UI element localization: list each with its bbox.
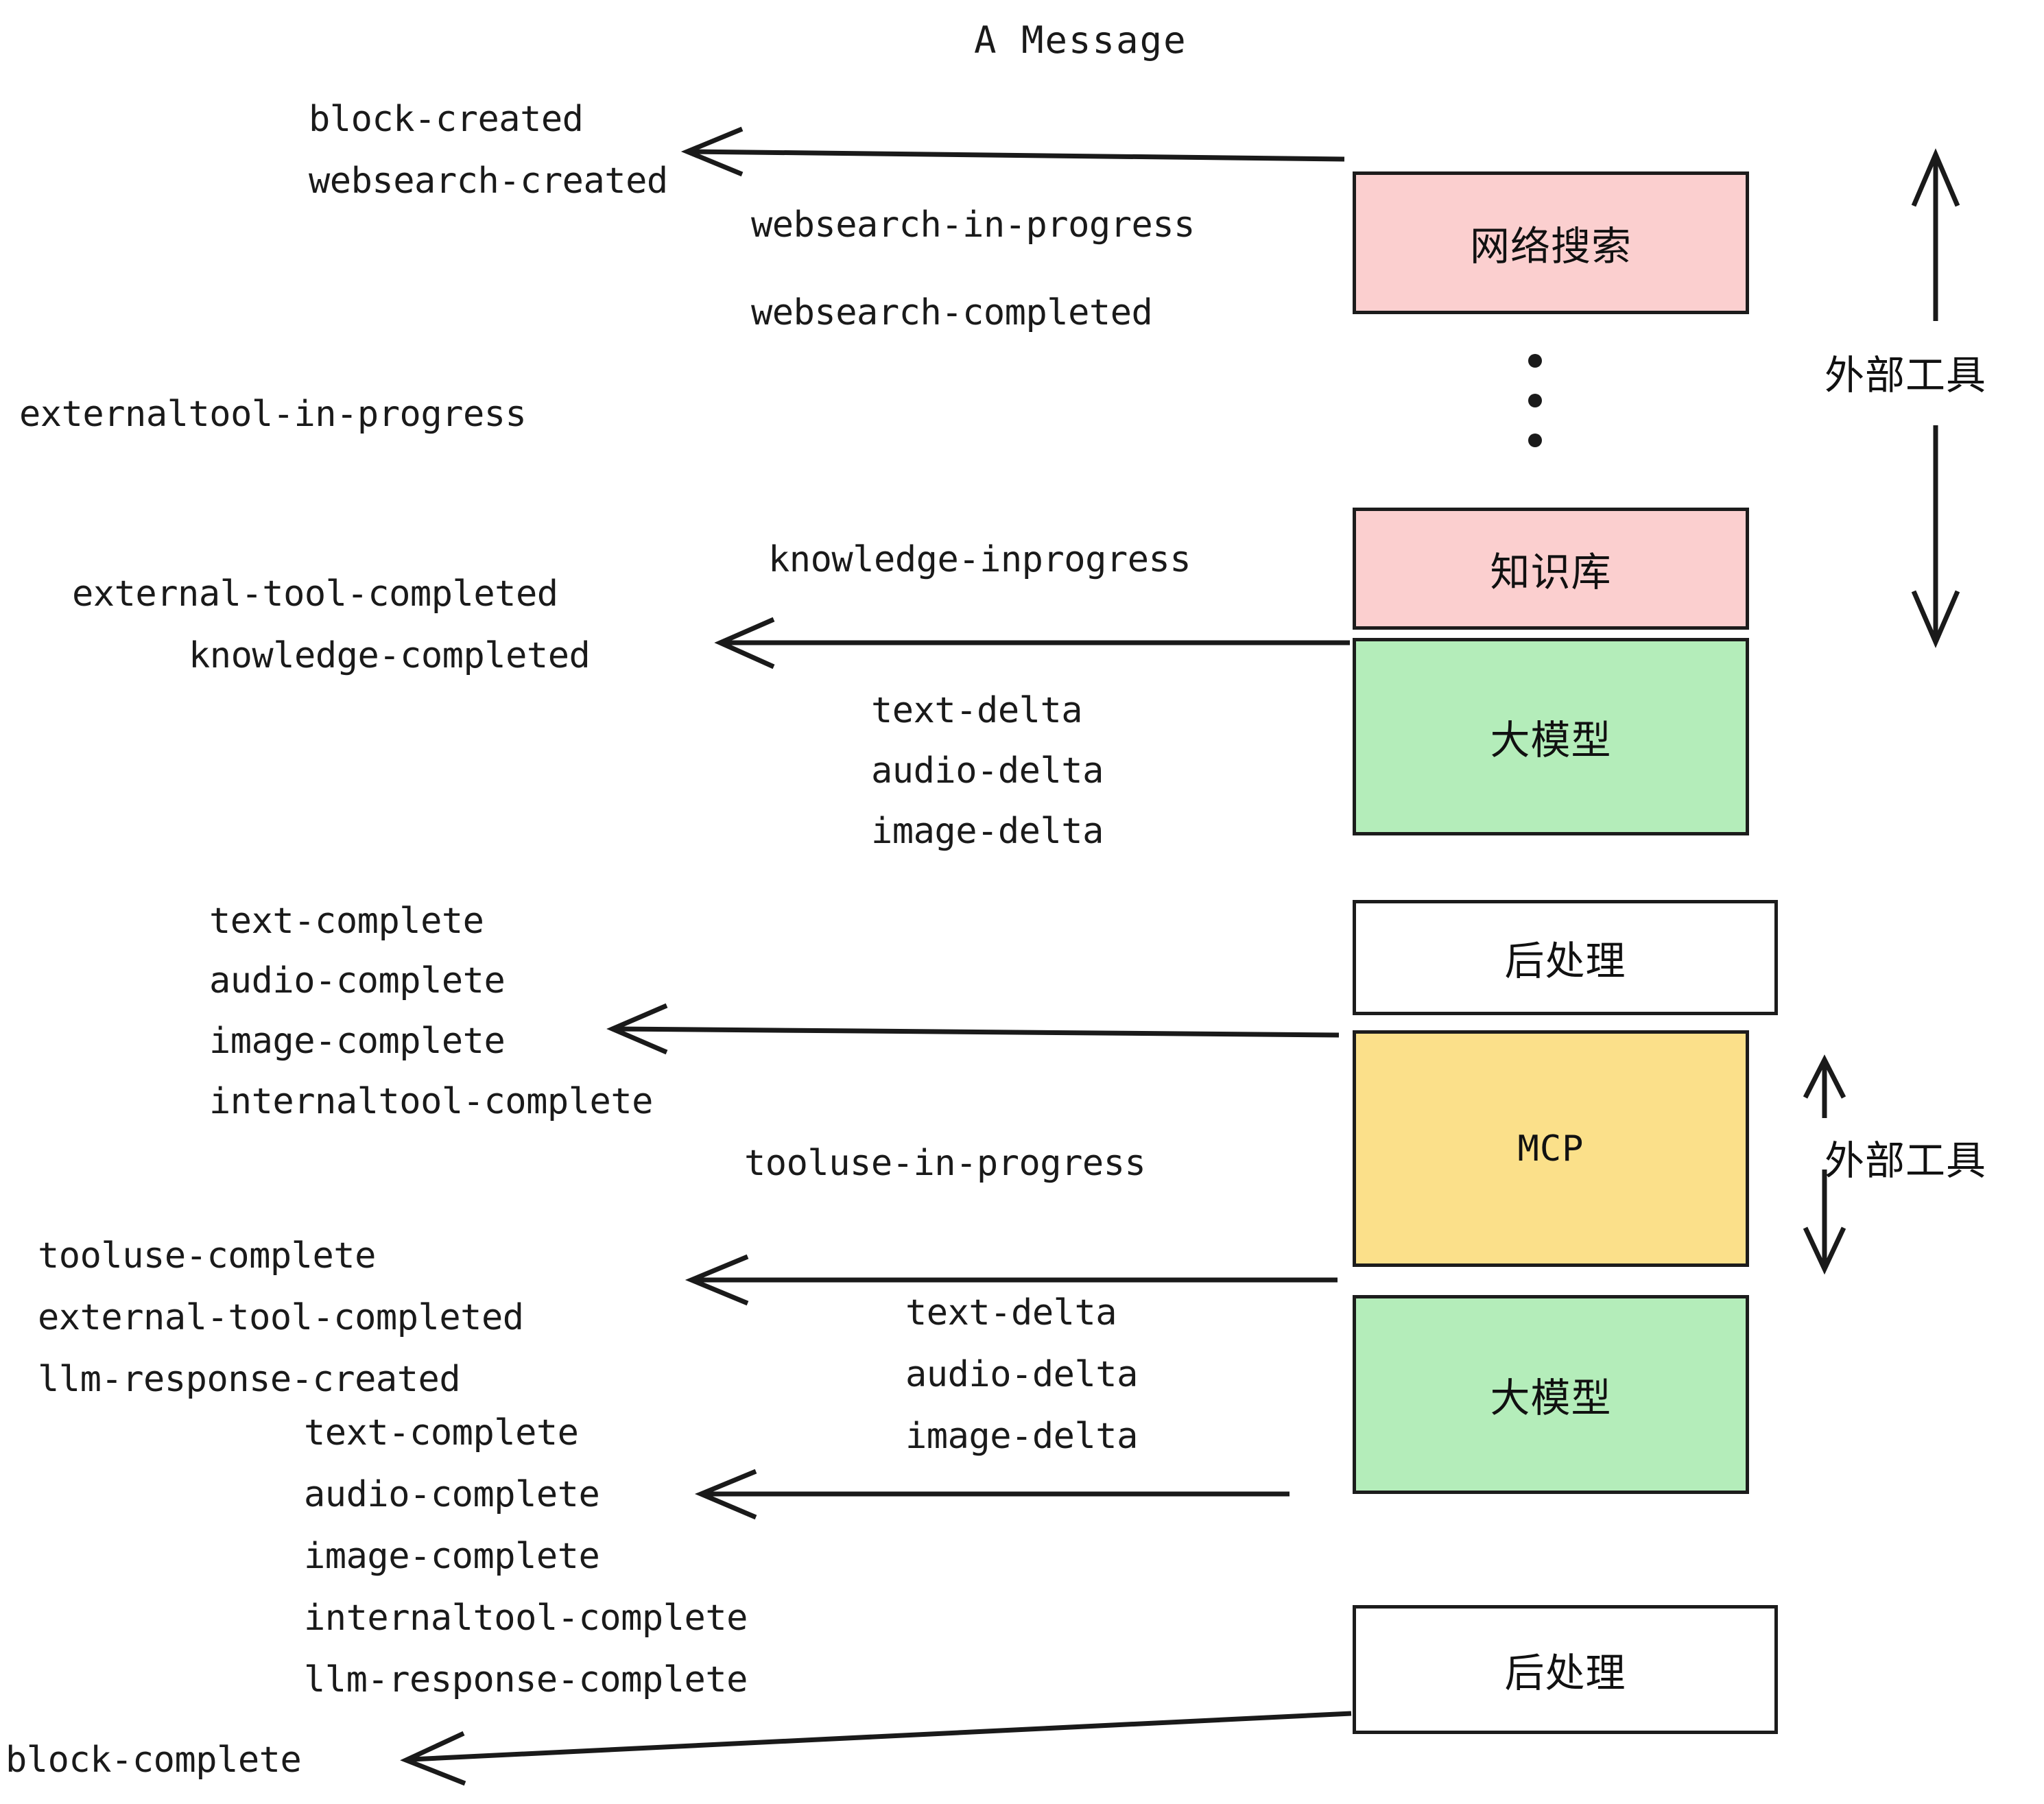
event-label: websearch-created — [309, 161, 668, 202]
event-label: audio-complete — [209, 960, 506, 1001]
event-label: llm-response-complete — [304, 1659, 748, 1700]
ellipsis-dot — [1528, 434, 1542, 447]
event-label: internaltool-complete — [209, 1081, 653, 1122]
event-label: tooluse-complete — [38, 1235, 376, 1277]
event-label: image-delta — [871, 811, 1104, 852]
ellipsis-dot — [1528, 394, 1542, 407]
event-label: externaltool-in-progress — [19, 394, 527, 435]
stage-node-post-bottom: 后处理 — [1353, 1605, 1778, 1734]
stage-node-llm-top: 大模型 — [1353, 638, 1749, 835]
arrow-post-to-block-complete — [400, 1711, 1352, 1786]
event-label: image-delta — [905, 1416, 1138, 1457]
event-label: audio-delta — [871, 750, 1104, 792]
ellipsis-dot — [1528, 354, 1542, 368]
diagram-title: A Message — [974, 19, 1187, 62]
event-label: internaltool-complete — [304, 1598, 748, 1639]
event-label: image-complete — [304, 1536, 600, 1577]
event-label: image-complete — [209, 1021, 506, 1062]
event-label: external-tool-completed — [38, 1297, 524, 1338]
stage-node-knowledge: 知识库 — [1353, 508, 1749, 630]
ellipsis-dots — [1528, 354, 1542, 473]
external-tool-label: 外部工具 — [1825, 352, 1987, 399]
stage-node-llm-bottom: 大模型 — [1353, 1295, 1749, 1494]
event-label: text-delta — [871, 690, 1083, 731]
stage-node-post-top: 后处理 — [1353, 900, 1778, 1015]
event-label: audio-complete — [304, 1474, 600, 1515]
event-label: knowledge-inprogress — [768, 539, 1191, 580]
event-label: knowledge-completed — [189, 635, 591, 676]
event-label: text-complete — [304, 1412, 579, 1453]
event-label: websearch-in-progress — [751, 204, 1195, 246]
arrow-mcp-to-image-complete — [606, 1003, 1340, 1055]
event-label: text-delta — [905, 1292, 1117, 1333]
event-label: audio-delta — [905, 1354, 1138, 1395]
event-label: tooluse-in-progress — [744, 1143, 1146, 1184]
arrow-llm-to-audio-complete — [694, 1469, 1290, 1520]
event-label: external-tool-completed — [72, 573, 558, 615]
arrow-websearch-to-block-created — [680, 126, 1345, 177]
arrow-knowledge-to-knowledge-completed — [714, 617, 1350, 669]
event-label: block-complete — [5, 1740, 302, 1781]
event-label: block-created — [309, 99, 584, 140]
stage-node-websearch: 网络搜索 — [1353, 171, 1749, 314]
event-label: llm-response-created — [38, 1359, 461, 1400]
event-label: websearch-completed — [751, 292, 1153, 333]
event-label: text-complete — [209, 901, 484, 942]
stage-node-mcp: MCP — [1353, 1030, 1749, 1267]
external-tool-label: 外部工具 — [1825, 1137, 1987, 1184]
